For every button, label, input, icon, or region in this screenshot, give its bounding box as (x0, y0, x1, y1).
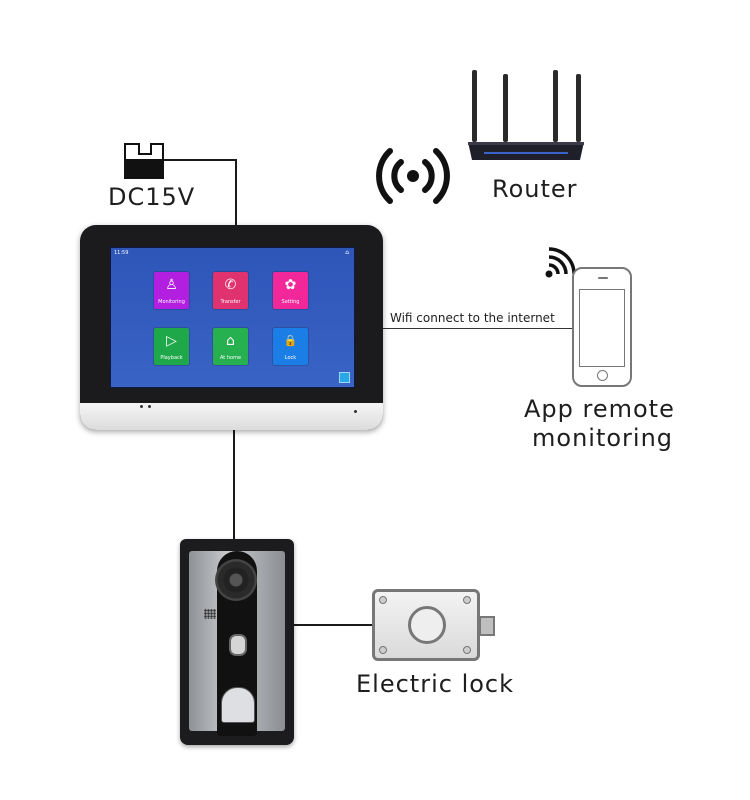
app-label-line2: monitoring (532, 424, 674, 452)
monitor-bottom-bezel (80, 403, 383, 430)
call-button[interactable] (229, 634, 247, 656)
tile-transfer[interactable]: ✆ Transfer (213, 272, 248, 309)
tile-transfer-label: Transfer (220, 299, 241, 305)
tile-setting[interactable]: ✿ Setting (273, 272, 308, 309)
wifi-signal-icon (376, 148, 450, 204)
power-adapter-icon (124, 143, 164, 179)
lock-wire (294, 624, 372, 626)
home-icon: ⌂ (226, 333, 235, 349)
indicator-led (140, 405, 143, 408)
tile-at-home-label: At home (219, 355, 242, 361)
camera-lens (215, 559, 257, 601)
router-icon (468, 70, 584, 160)
door-station-wire (233, 430, 235, 539)
tile-monitoring-label: Monitoring (158, 299, 185, 305)
screen-home-status-icon: ⌂ (345, 249, 349, 256)
app-label-line1: App remote (524, 395, 675, 423)
person-icon: ♙ (165, 277, 178, 293)
monitor-screen: 11:59 ⌂ ♙ Monitoring ✆ Transfer ✿ Settin… (110, 247, 355, 388)
wifi-link-label: Wifi connect to the internet (390, 311, 555, 325)
tile-playback[interactable]: ▷ Playback (154, 328, 189, 365)
electric-lock-label: Electric lock (356, 670, 515, 698)
tile-setting-label: Setting (281, 299, 300, 305)
tile-lock[interactable]: 🔒 Lock (273, 328, 308, 365)
tile-at-home[interactable]: ⌂ At home (213, 328, 248, 365)
smartphone-icon (572, 267, 632, 387)
power-wire-horizontal (164, 159, 237, 161)
power-wire-vertical (235, 159, 237, 226)
power-label: DC15V (108, 183, 196, 211)
screen-corner-button[interactable] (339, 372, 350, 383)
indicator-led (148, 405, 151, 408)
wifi-link-line (383, 328, 572, 329)
lock-icon: 🔒 (283, 334, 298, 347)
tile-lock-label: Lock (284, 355, 297, 361)
speaker-grill (204, 609, 216, 619)
tile-monitoring[interactable]: ♙ Monitoring (154, 272, 189, 309)
tile-playback-label: Playback (160, 355, 183, 361)
outdoor-door-station (180, 539, 294, 745)
gear-icon: ✿ (284, 277, 297, 293)
router-label: Router (492, 175, 578, 203)
microphone-dot (354, 410, 357, 413)
rfid-card-reader (221, 687, 255, 723)
electric-lock-icon (372, 589, 495, 661)
phone-icon: ✆ (224, 277, 237, 293)
screen-time: 11:59 (114, 250, 129, 256)
indoor-monitor: 11:59 ⌂ ♙ Monitoring ✆ Transfer ✿ Settin… (80, 225, 383, 430)
play-icon: ▷ (166, 333, 177, 349)
